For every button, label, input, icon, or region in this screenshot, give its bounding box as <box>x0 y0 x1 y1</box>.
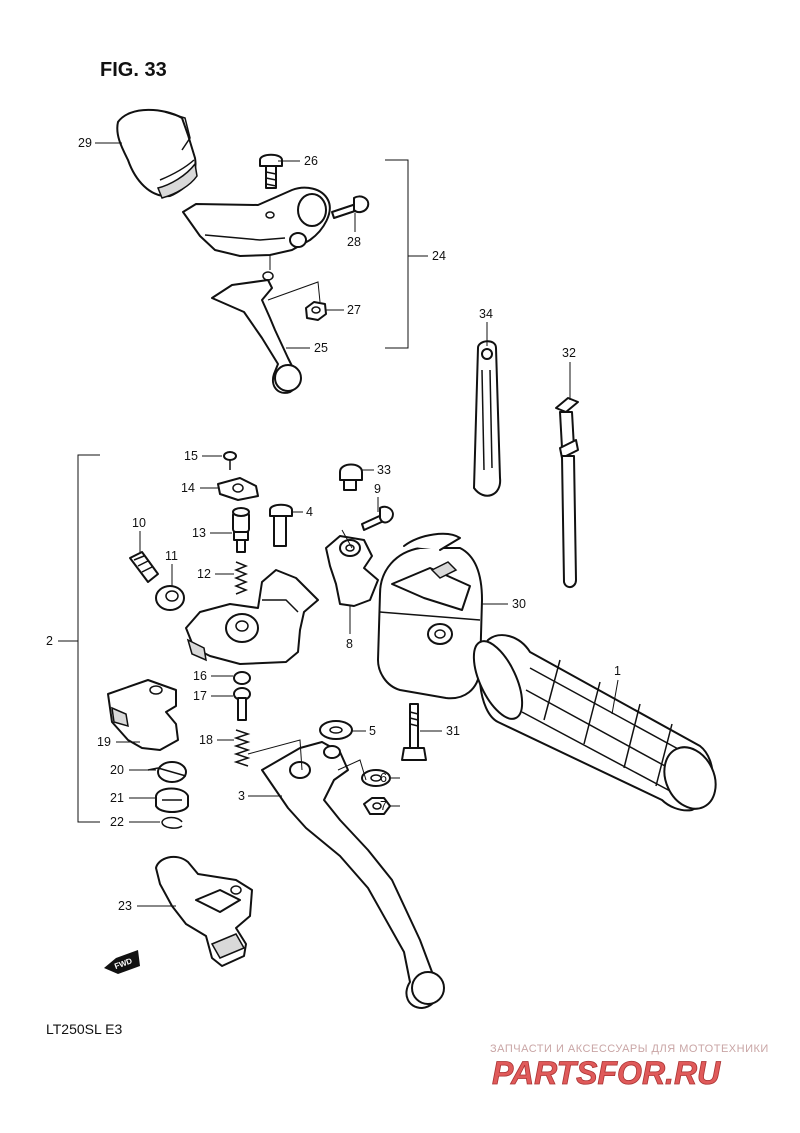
leader-line <box>247 739 303 771</box>
figure-title: FIG. 33 <box>100 59 167 81</box>
part-1-grip <box>472 634 717 812</box>
callout-labels: 29 26 28 24 27 25 34 32 15 14 33 9 4 10 … <box>46 136 621 913</box>
callout-21: 21 <box>110 791 124 805</box>
callout-3: 3 <box>238 789 245 803</box>
part-21-clip <box>155 787 189 813</box>
part-19-cover <box>107 679 179 751</box>
part-34-strap <box>473 340 502 497</box>
callout-4: 4 <box>306 505 313 519</box>
part-8-clamp <box>325 535 379 607</box>
callout-2: 2 <box>46 634 53 648</box>
callout-17: 17 <box>193 689 207 703</box>
callout-33: 33 <box>377 463 391 477</box>
callout-27: 27 <box>347 303 361 317</box>
callout-1: 1 <box>614 664 621 678</box>
part-13-pin <box>232 507 250 553</box>
part-30-switch-housing <box>377 532 483 700</box>
callout-15: 15 <box>184 449 198 463</box>
part-20-spring <box>147 761 187 783</box>
leader-line <box>337 759 367 781</box>
part-28-bolt <box>331 195 370 219</box>
part-10-adjuster <box>129 551 159 583</box>
callout-11: 11 <box>165 549 178 563</box>
callout-24: 24 <box>432 249 446 263</box>
callout-9: 9 <box>374 482 381 496</box>
callout-25: 25 <box>314 341 328 355</box>
part-25-lever <box>211 271 302 394</box>
bracket-24 <box>385 159 409 349</box>
part-4-bolt <box>269 503 293 547</box>
part-33-screw <box>339 463 363 491</box>
callout-14: 14 <box>181 481 195 495</box>
callout-18: 18 <box>199 733 213 747</box>
part-18-spring <box>233 729 251 767</box>
callout-16: 16 <box>193 669 207 683</box>
part-12-spring <box>233 561 249 595</box>
fwd-arrow-icon: FWD <box>104 950 140 974</box>
callout-13: 13 <box>192 526 206 540</box>
leader-line <box>267 281 321 303</box>
part-17-pin <box>233 687 251 721</box>
callout-23: 23 <box>118 899 132 913</box>
part-3-lever <box>261 741 445 1009</box>
model-code: LT250SL E3 <box>46 1021 122 1037</box>
callout-22: 22 <box>110 815 124 829</box>
part-9-screw <box>361 505 394 531</box>
callout-26: 26 <box>304 154 318 168</box>
callout-5: 5 <box>369 724 376 738</box>
part-29-lever-cover <box>116 108 198 199</box>
part-26-screw <box>259 153 283 189</box>
part-11-nut <box>155 585 185 611</box>
part-5-washer <box>319 720 353 740</box>
callout-10: 10 <box>132 516 146 530</box>
watermark-tagline: ЗАПЧАСТИ И АКСЕССУАРЫ ДЛЯ МОТОТЕХНИКИ <box>490 1043 769 1055</box>
callout-12: 12 <box>197 567 211 581</box>
callout-32: 32 <box>562 346 576 360</box>
part-16-cap <box>233 671 251 685</box>
callout-31: 31 <box>446 724 460 738</box>
part-14-plate <box>217 477 259 501</box>
part-22-e-ring <box>161 816 183 829</box>
part-lever-holder <box>182 186 331 257</box>
leader-line <box>341 529 353 549</box>
callout-8: 8 <box>346 637 353 651</box>
watermark-brand: PARTSFOR.RU <box>492 1055 721 1091</box>
part-lever-bracket <box>185 569 319 665</box>
callout-19: 19 <box>97 735 111 749</box>
part-32-cable-tie <box>555 397 579 588</box>
callout-6: 6 <box>380 771 387 785</box>
part-15-screw <box>223 451 237 470</box>
callout-29: 29 <box>78 136 92 150</box>
callout-30: 30 <box>512 597 526 611</box>
callout-34: 34 <box>479 307 493 321</box>
callout-20: 20 <box>110 763 124 777</box>
callout-28: 28 <box>347 235 361 249</box>
callout-7: 7 <box>380 799 387 813</box>
part-31-bolt <box>401 703 427 761</box>
part-27-nut <box>305 301 327 321</box>
part-23-guard <box>155 855 253 967</box>
bracket-2 <box>77 454 100 823</box>
